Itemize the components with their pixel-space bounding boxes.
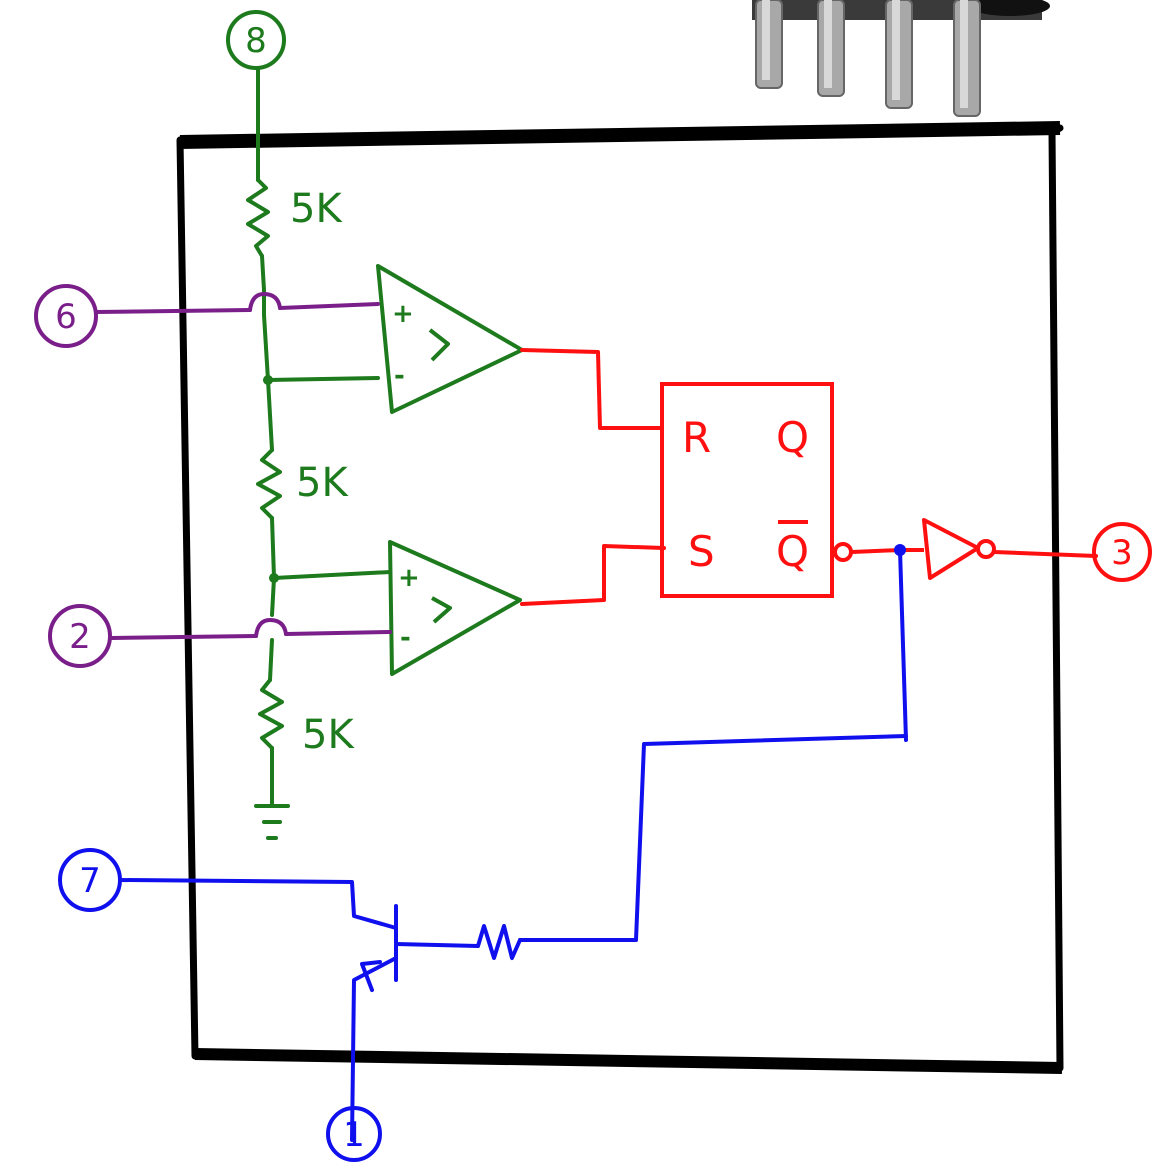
pin-7-label: 7 <box>79 861 101 901</box>
flipflop-q: Q <box>776 413 809 462</box>
npn-transistor-icon <box>360 960 382 992</box>
resistor-top-label: 5K <box>290 186 343 232</box>
comparator-upper <box>376 264 524 414</box>
comparator-lower-plus: + <box>398 563 420 593</box>
chip-outline <box>176 124 1064 1072</box>
pin-8-label: 8 <box>245 21 267 61</box>
pin-3-label: 3 <box>1111 533 1133 573</box>
resistor-middle-label: 5K <box>296 460 349 506</box>
pin-8: 8 <box>226 10 286 70</box>
base-resistor <box>394 924 522 960</box>
threshold-trigger-wires <box>94 292 392 640</box>
comparator-lower-minus: - <box>400 623 411 653</box>
flipflop-wires <box>520 348 1098 606</box>
resistor-top <box>246 178 270 258</box>
pin-7: 7 <box>58 848 122 912</box>
pin-2-label: 2 <box>69 617 91 657</box>
pin-1: 1 <box>326 1106 382 1162</box>
ground-symbol-icon <box>254 804 290 840</box>
comparator-lower <box>388 540 522 676</box>
ic-pins-photo-icon <box>752 0 1050 117</box>
flipflop-s: S <box>688 527 715 576</box>
discharge-wires <box>118 548 908 1142</box>
flipflop-box <box>660 382 834 598</box>
pin-6: 6 <box>34 284 98 348</box>
qbar-bubble <box>833 542 853 562</box>
inverter-icon <box>922 518 996 580</box>
resistor-bottom-label: 5K <box>302 712 355 758</box>
voltage-divider <box>246 68 392 840</box>
pin-3: 3 <box>1092 522 1152 582</box>
pin-1-label: 1 <box>343 1115 365 1155</box>
pin-2: 2 <box>48 604 112 668</box>
comparator-upper-minus: - <box>394 361 405 391</box>
pin-6-label: 6 <box>55 297 77 337</box>
flipflop-qbar: Q <box>776 527 809 576</box>
resistor-bottom <box>258 678 284 750</box>
flipflop-r: R <box>682 413 711 462</box>
resistor-middle <box>256 448 282 520</box>
comparator-upper-plus: + <box>392 299 414 329</box>
